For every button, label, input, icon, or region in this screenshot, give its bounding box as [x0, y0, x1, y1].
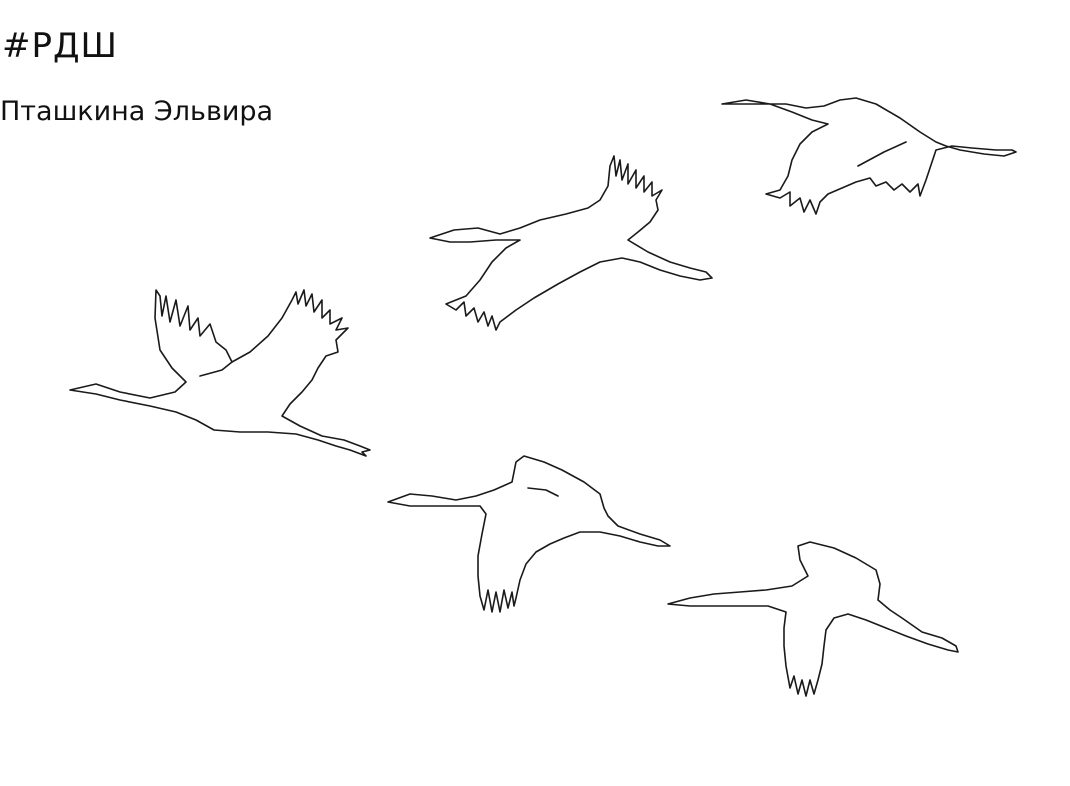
crane-outline-2	[429, 155, 713, 331]
hashtag-title: #РДШ	[2, 26, 118, 66]
crane-outline-3	[721, 97, 1017, 215]
crane-outline-4	[387, 455, 671, 613]
crane-outline-1	[69, 289, 371, 457]
crane-outline-5	[667, 541, 959, 697]
author-name: Пташкина Эльвира	[0, 96, 274, 127]
